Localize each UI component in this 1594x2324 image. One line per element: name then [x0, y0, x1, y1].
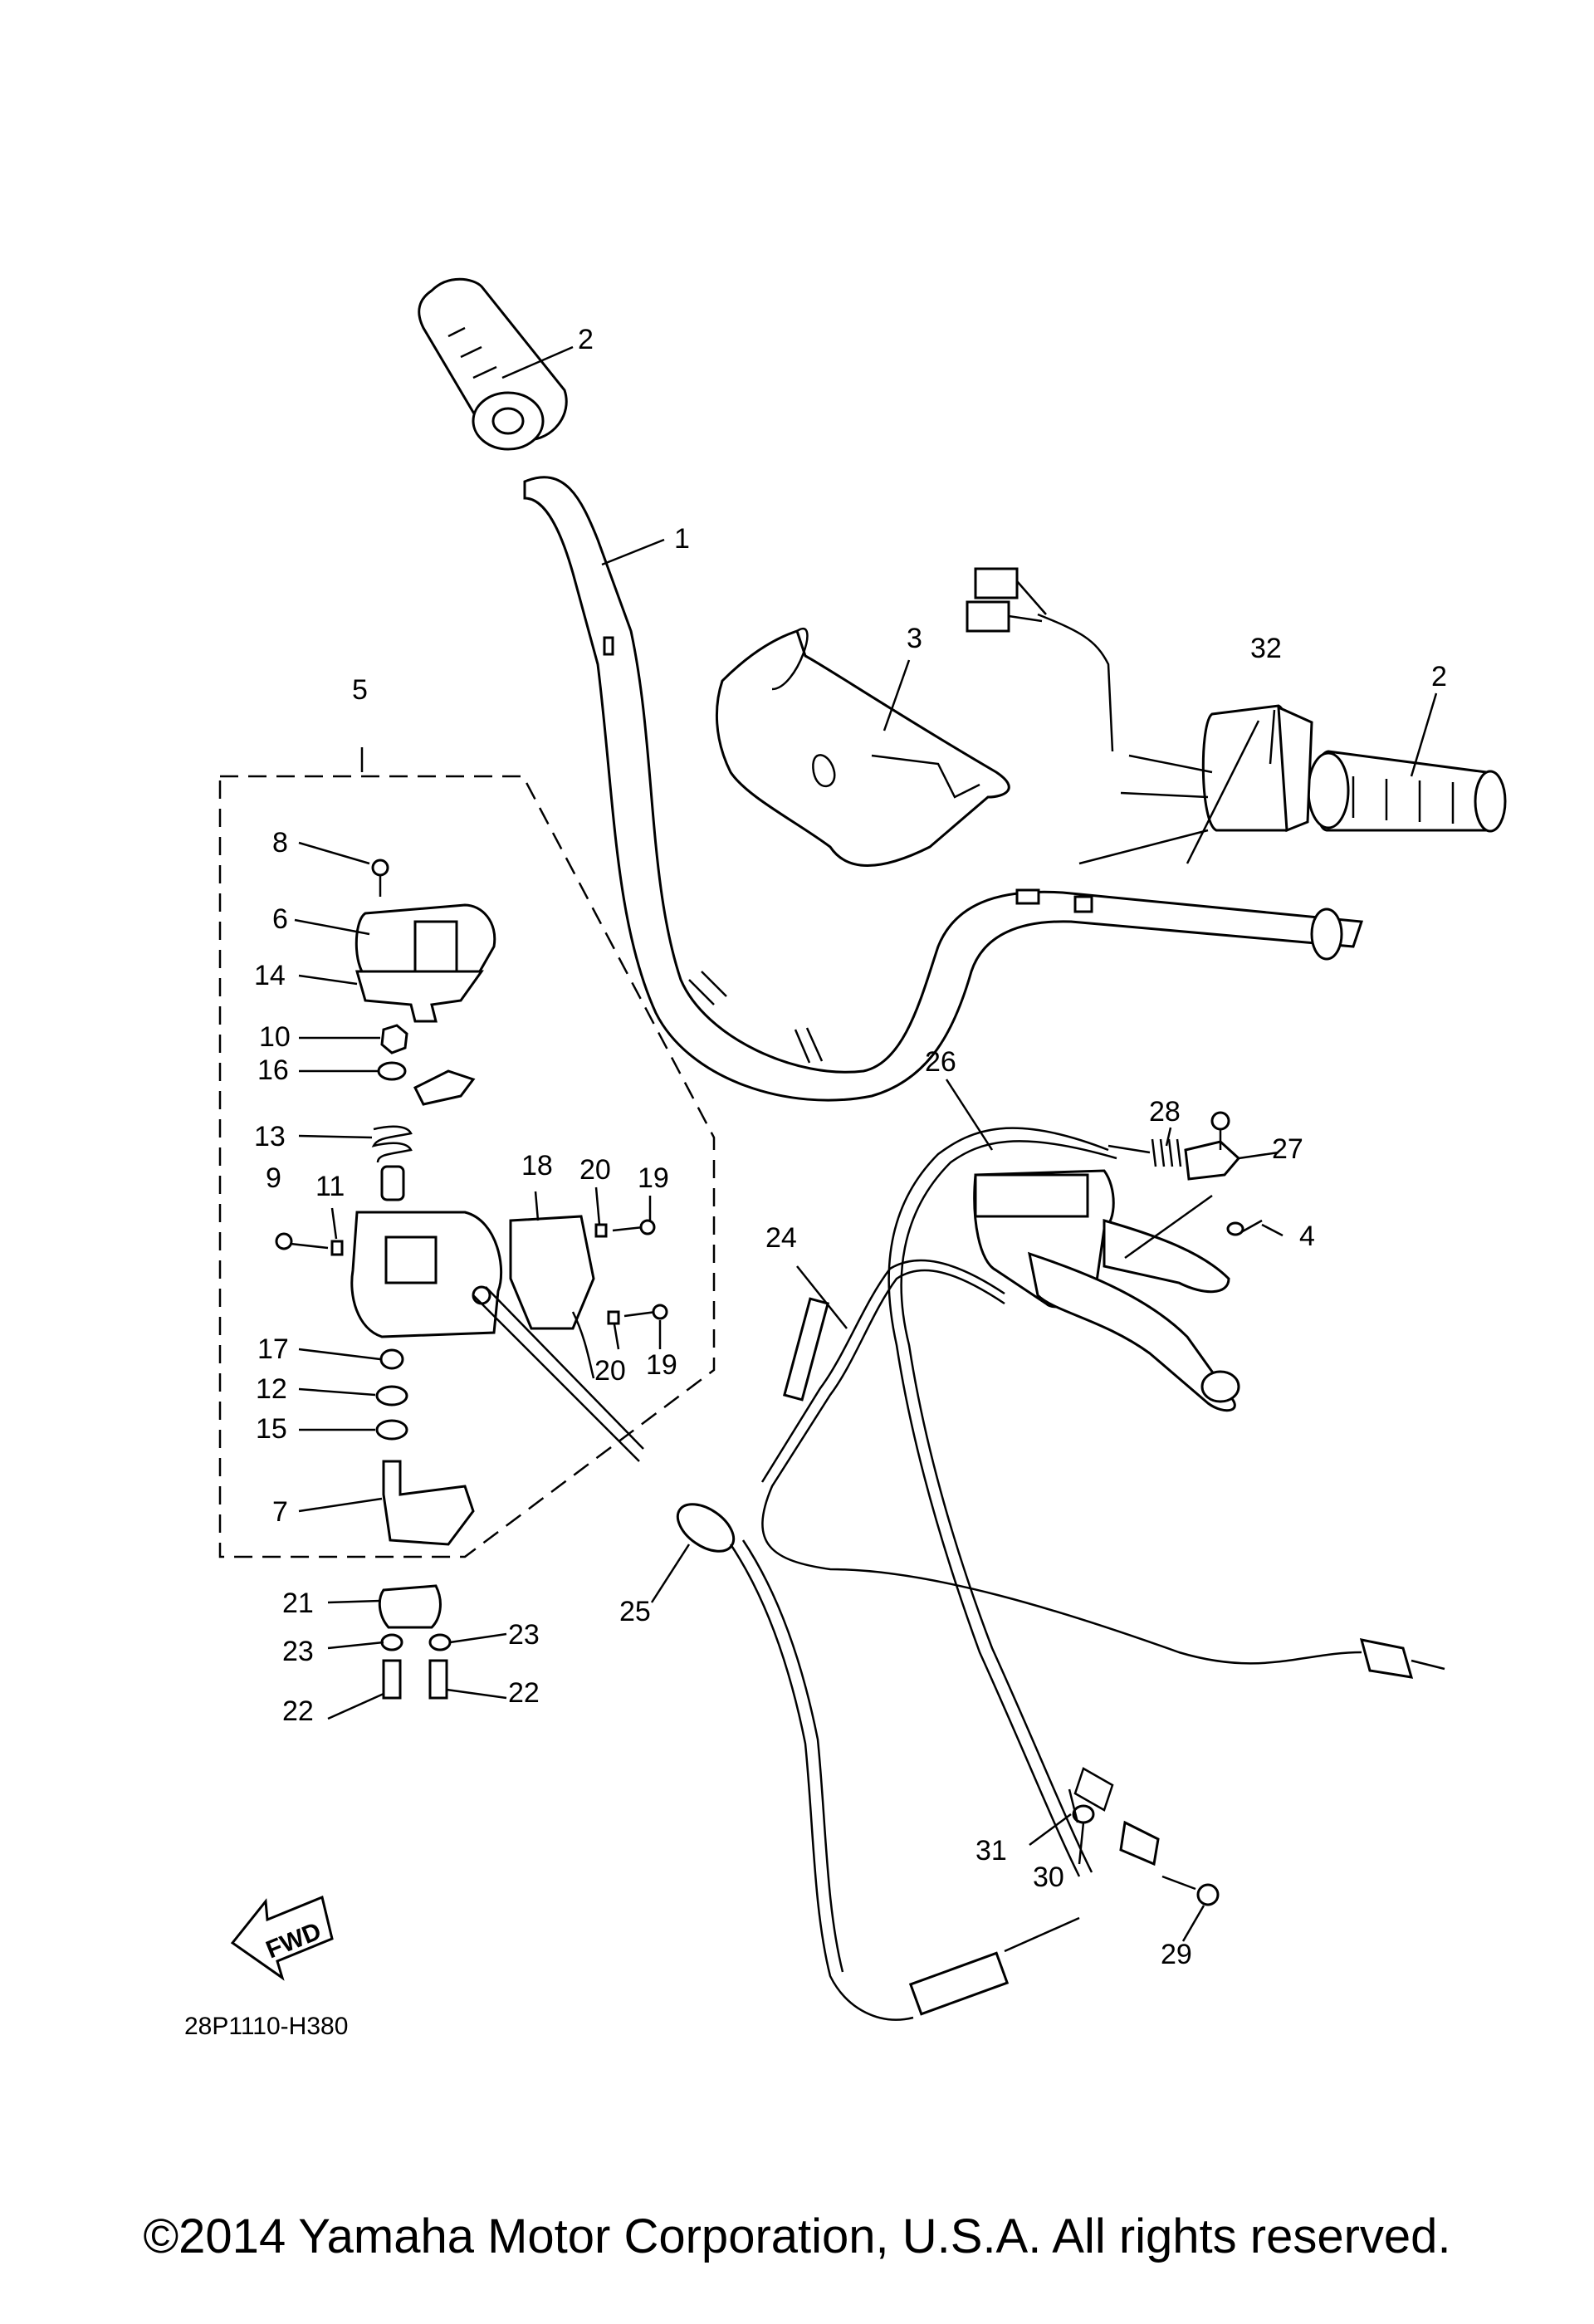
switch-parts — [275, 859, 668, 1700]
callout: 28 — [1149, 1096, 1181, 1128]
callout: 23 — [282, 1636, 314, 1667]
callout: 1 — [674, 523, 690, 555]
callout: 22 — [508, 1677, 540, 1709]
callout: 5 — [352, 674, 368, 706]
grip-right — [1307, 750, 1507, 833]
callout: 17 — [257, 1333, 289, 1365]
callout: 29 — [1161, 1939, 1192, 1970]
callout: 19 — [638, 1162, 669, 1194]
handlebar — [523, 476, 1364, 1102]
callout: 14 — [254, 960, 286, 991]
callout: 18 — [521, 1150, 553, 1182]
callout: 3 — [907, 623, 922, 654]
cables — [472, 1127, 1445, 2021]
callout: 12 — [256, 1373, 287, 1405]
callout: 19 — [646, 1349, 677, 1381]
callout: 13 — [254, 1121, 286, 1152]
callout: 20 — [594, 1355, 626, 1387]
callout: 22 — [282, 1695, 314, 1727]
callout: 27 — [1272, 1133, 1303, 1165]
callout: 7 — [272, 1496, 288, 1528]
handlebar-cover — [716, 628, 1010, 867]
callout-labels: 1 2 2 3 4 5 6 7 8 9 10 11 12 13 14 15 16… — [254, 324, 1447, 1970]
callout: 26 — [925, 1046, 956, 1078]
callout: 10 — [259, 1021, 291, 1053]
copyright-notice: ©2014 Yamaha Motor Corporation, U.S.A. A… — [143, 2209, 1451, 2263]
callout: 21 — [282, 1588, 314, 1619]
callout: 15 — [256, 1413, 287, 1445]
callout: 16 — [257, 1054, 289, 1086]
leader-lines — [294, 345, 1438, 1942]
callout: 32 — [1250, 633, 1282, 664]
callout: 30 — [1033, 1862, 1064, 1893]
callout: 9 — [266, 1162, 281, 1194]
grip-left — [418, 277, 568, 451]
callout: 20 — [579, 1154, 611, 1186]
callout: 24 — [765, 1222, 797, 1254]
callout: 2 — [578, 324, 594, 355]
callout: 2 — [1431, 661, 1447, 692]
callout: 25 — [619, 1596, 651, 1627]
throttle-housing — [966, 567, 1313, 865]
callout: 11 — [315, 1171, 345, 1202]
callout: 6 — [272, 903, 288, 935]
fwd-arrow-icon: FWD — [230, 1895, 334, 1981]
callout: 8 — [272, 827, 288, 859]
master-cylinder — [973, 1111, 1263, 1412]
switch-assembly-outline — [218, 775, 716, 1558]
part-number: 28P1110-H380 — [184, 2013, 348, 2040]
callout: 4 — [1299, 1221, 1315, 1252]
callout: 23 — [508, 1619, 540, 1651]
callout: 31 — [975, 1835, 1007, 1867]
